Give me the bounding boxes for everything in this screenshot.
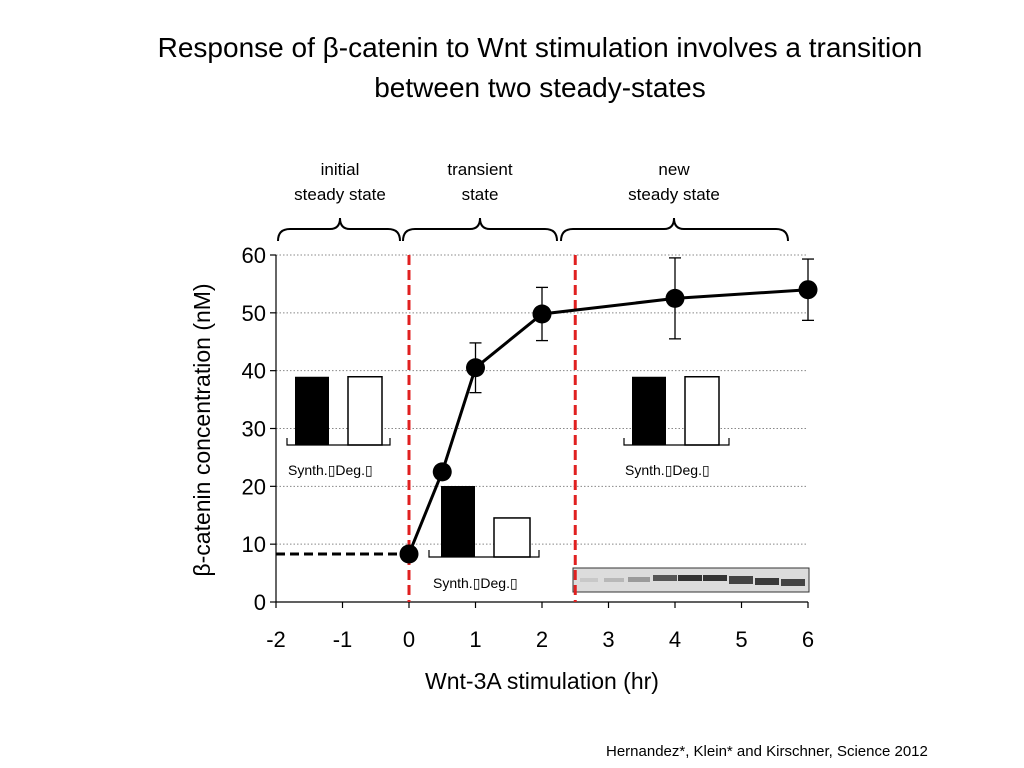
citation: Hernandez*, Klein* and Kirschner, Scienc… xyxy=(606,743,928,760)
inset-new xyxy=(623,376,730,446)
x-tick-label: 2 xyxy=(536,627,548,652)
western-blot-image xyxy=(572,567,810,593)
brace-new xyxy=(560,217,789,242)
title-line-1: Response of β-catenin to Wnt stimulation… xyxy=(157,32,923,63)
data-point xyxy=(532,304,552,324)
inset-new-axis xyxy=(623,438,730,446)
inset-new-label: Synth.▯Deg.▯ xyxy=(625,462,710,478)
error-bars xyxy=(469,257,814,394)
inset-transient-deg-bar xyxy=(493,517,531,558)
y-tick-label: 20 xyxy=(242,474,266,499)
region-label-new: new steady state xyxy=(604,157,744,207)
data-point xyxy=(466,358,485,378)
region-initial-line2: steady state xyxy=(294,185,386,204)
y-axis-label: β-catenin concentration (nM) xyxy=(189,283,215,577)
region-new-line1: new xyxy=(658,160,690,179)
brace-transient xyxy=(402,217,558,242)
data-point xyxy=(798,280,818,300)
data-series xyxy=(407,288,809,555)
transition-lines xyxy=(407,255,577,602)
inset-initial-label: Synth.▯Deg.▯ xyxy=(288,462,373,478)
inset-initial-axis xyxy=(286,438,391,446)
inset-initial-deg-bar xyxy=(347,376,383,446)
brace-initial xyxy=(277,217,401,242)
inset-transient-label: Synth.▯Deg.▯ xyxy=(433,575,518,591)
data-point xyxy=(432,462,452,482)
inset-new-synth-bar xyxy=(632,376,666,445)
region-initial-line1: initial xyxy=(320,160,360,179)
x-tick-label: -1 xyxy=(333,627,353,652)
y-tick-label: 10 xyxy=(242,532,266,557)
x-tick-label: 5 xyxy=(735,627,747,652)
x-tick-label: 6 xyxy=(802,627,814,652)
y-tick-label: 50 xyxy=(242,301,266,326)
region-label-transient: transient state xyxy=(420,157,540,207)
inset-transient xyxy=(428,486,540,558)
data-point xyxy=(399,544,419,564)
region-new-line2: steady state xyxy=(628,185,720,204)
y-tick-label: 60 xyxy=(242,243,266,268)
x-axis-label: Wnt-3A stimulation (hr) xyxy=(425,668,659,694)
x-tick-label: 1 xyxy=(469,627,481,652)
x-tick-label: -2 xyxy=(266,627,286,652)
region-label-initial: initial steady state xyxy=(270,157,410,207)
inset-transient-axis xyxy=(428,550,540,558)
y-tick-label: 40 xyxy=(242,359,266,384)
x-tick-label: 3 xyxy=(602,627,614,652)
inset-initial xyxy=(286,376,391,446)
slide-title: Response of β-catenin to Wnt stimulation… xyxy=(60,28,1020,108)
x-tick-label: 0 xyxy=(403,627,415,652)
inset-transient-synth-bar xyxy=(441,486,475,557)
y-tick-label: 0 xyxy=(254,590,266,615)
tick-labels: 0 10 20 30 40 50 60 -2 -1 0 1 2 3 4 5 6 xyxy=(242,243,815,652)
x-tick-label: 4 xyxy=(669,627,681,652)
title-line-2: between two steady-states xyxy=(374,72,706,103)
inset-initial-synth-bar xyxy=(295,376,329,445)
y-tick-label: 30 xyxy=(242,417,266,442)
data-markers xyxy=(399,280,818,564)
region-transient-line2: state xyxy=(461,185,499,204)
data-point xyxy=(665,288,685,308)
axes xyxy=(270,254,809,608)
series-line xyxy=(407,288,809,555)
inset-new-deg-bar xyxy=(684,376,720,446)
region-transient-line1: transient xyxy=(447,160,513,179)
